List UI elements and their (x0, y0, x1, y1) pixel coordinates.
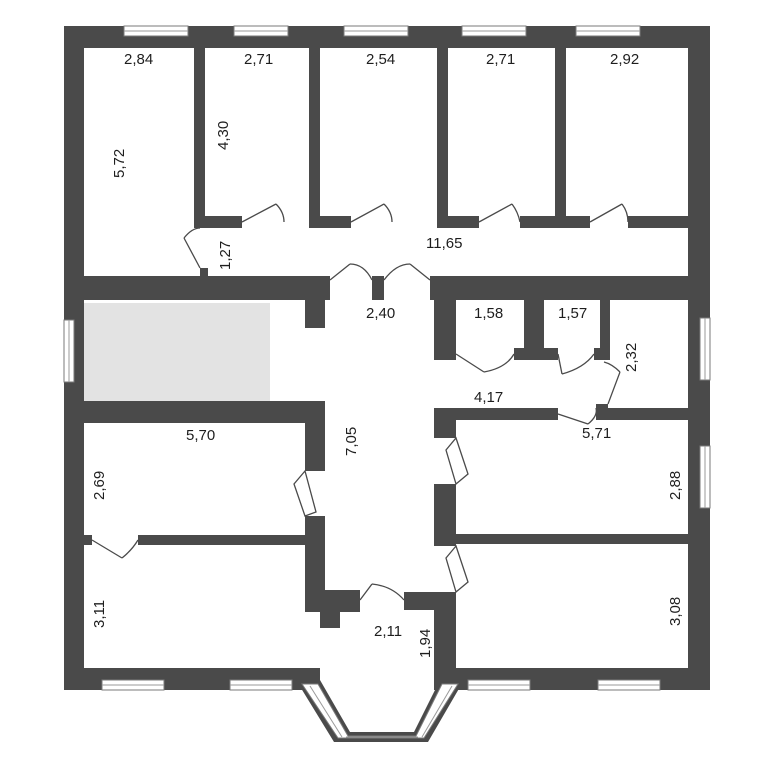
right-room-top-wall-left (434, 408, 558, 420)
small-room-2-door-stop (594, 348, 600, 360)
left-door-stop (84, 535, 92, 545)
right-room-top-wall-right (600, 408, 688, 420)
window-top-3 (343, 25, 409, 37)
dim-left-room-height: 2,69 (91, 471, 108, 500)
dim-vestibule-height: 1,94 (417, 629, 434, 658)
partition-top-4 (555, 48, 566, 228)
corridor-wall-left (84, 276, 330, 300)
hall-right-wall-2 (434, 420, 456, 438)
outer-walls (64, 26, 710, 690)
small-room-divider (524, 300, 544, 360)
left-room-bottom-wall (138, 535, 325, 545)
window-right-1 (699, 317, 711, 381)
door-top-room-3 (350, 203, 393, 223)
partition-top-1 (194, 48, 205, 228)
hall-right-wall-1 (434, 300, 456, 360)
dim-top-room-2-height: 4,30 (215, 121, 232, 150)
dim-bottom-right-room-height: 3,08 (667, 597, 684, 626)
small-room-right-wall (600, 300, 610, 360)
dimension-labels: 2,84 2,71 2,54 2,71 2,92 5,72 4,30 1,27 … (91, 51, 684, 658)
window-bottom-4 (597, 679, 661, 691)
left-room-top-wall (84, 401, 325, 423)
window-bottom-2 (229, 679, 293, 691)
hall-bottom-left-wall (305, 590, 360, 612)
partition-top-3 (437, 48, 448, 228)
door-right-middle-room (445, 436, 469, 486)
window-bottom-3 (467, 679, 531, 691)
windows (63, 25, 711, 691)
hall-left-wall-1 (305, 300, 325, 328)
partition-top-2 (309, 48, 320, 228)
shaded-room (84, 303, 270, 401)
outer-wall-right (688, 26, 710, 690)
dim-hall-length: 7,05 (343, 427, 360, 456)
dim-top-room-3-width: 2,54 (366, 51, 395, 68)
door-right-passage (557, 407, 597, 425)
dim-right-middle-room-height: 2,88 (667, 471, 684, 500)
front-wall-seg-2 (309, 216, 351, 228)
dim-small-room-1-width: 1,58 (474, 305, 503, 322)
dim-corridor-height: 1,27 (217, 241, 234, 270)
dim-corridor-length: 11,65 (426, 235, 462, 252)
dim-top-room-2-width: 2,71 (244, 51, 273, 68)
doors (91, 203, 629, 601)
dim-top-room-4-width: 2,71 (486, 51, 515, 68)
door-right-bottom-room (445, 544, 469, 594)
door-small-room-2 (557, 353, 595, 375)
door-corridor-double (329, 263, 431, 281)
dim-top-room-1-width: 2,84 (124, 51, 153, 68)
front-wall-seg-1 (194, 216, 242, 228)
door-top-room-5 (589, 203, 629, 223)
door-left-room (293, 469, 317, 517)
hall-bottom-left-stub (320, 610, 340, 628)
dim-bottom-left-room-height: 3,11 (91, 600, 108, 628)
dim-right-room-width: 5,71 (582, 425, 611, 442)
window-top-5 (575, 25, 641, 37)
hall-right-wall-3 (434, 484, 456, 546)
dim-right-passage-length: 4,17 (474, 389, 503, 406)
front-wall-seg-3 (437, 216, 479, 228)
window-left (63, 319, 75, 383)
corridor-door-stop (200, 268, 208, 278)
bay-window (296, 680, 464, 742)
outer-wall-top (64, 26, 710, 48)
dim-hall-width: 2,40 (366, 305, 395, 322)
inner-walls (84, 48, 688, 690)
door-bottom-left-room (91, 539, 139, 559)
dim-top-room-5-width: 2,92 (610, 51, 639, 68)
door-vestibule (359, 583, 405, 601)
window-top-2 (233, 25, 289, 37)
door-small-room-1 (455, 353, 515, 373)
door-right-room (603, 361, 621, 405)
front-wall-seg-4 (520, 216, 590, 228)
dim-right-room-height: 2,32 (623, 343, 640, 372)
dim-top-room-1-height: 5,72 (111, 149, 128, 178)
small-room-1-bottom-left (434, 348, 456, 360)
door-top-room-4 (478, 203, 521, 223)
right-room-bottom-wall (456, 534, 688, 544)
dim-left-room-width: 5,70 (186, 427, 215, 444)
vestibule-right-wall (434, 592, 456, 690)
door-top-left-room (183, 227, 201, 269)
window-right-2 (699, 445, 711, 509)
window-top-4 (461, 25, 527, 37)
front-wall-seg-5 (628, 216, 688, 228)
dim-small-room-2-width: 1,57 (558, 305, 587, 322)
corridor-wall-right (430, 276, 688, 300)
window-top-1 (123, 25, 189, 37)
dim-vestibule-width: 2,11 (374, 623, 402, 640)
corridor-door-post (372, 276, 384, 300)
door-top-room-2 (241, 203, 285, 223)
window-bottom-1 (101, 679, 165, 691)
